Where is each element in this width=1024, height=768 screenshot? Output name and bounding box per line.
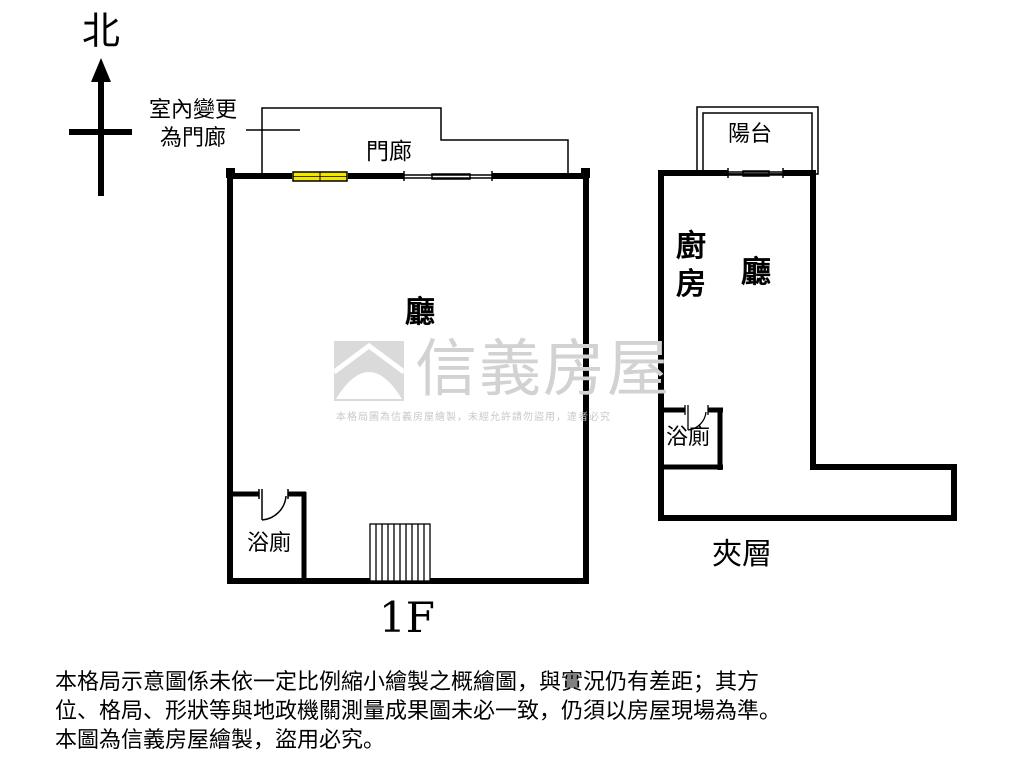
disclaimer-line-2: 位、格局、形狀等與地政機關測量成果圖未必一致，仍須以房屋現場為準。 [55,699,782,724]
mezzanine-bath-label: 浴廁 [666,425,711,450]
north-label: 北 [82,9,121,53]
kitchen-label: 廚房 [676,229,706,302]
mezzanine-walls [658,170,957,521]
porch-outline [261,107,569,176]
mezzanine-hall-label: 廳 [741,255,771,290]
mezzanine-bathroom-walls [661,407,723,470]
interior-change-annotation: 室內變更 為門廊 [138,97,248,153]
floor-1f-label: 1F [379,593,435,642]
sliding-door-icon [403,171,493,181]
balcony-door-icon [727,168,784,178]
floor1-bathroom-walls [230,491,307,584]
floor1-hall-label: 廳 [405,295,435,330]
mezzanine-label: 夾層 [712,537,772,572]
disclaimer-line-1: 本格局示意圖係未依一定比例縮小繪製之概繪圖，與實況仍有差距；其方 [55,670,760,695]
stairs-icon [369,523,431,582]
annotation-line-2: 為門廊 [159,126,226,151]
annotation-line-1: 室內變更 [148,98,237,123]
disclaimer-text: 本格局示意圖係未依一定比例縮小繪製之概繪圖，與實況仍有差距；其方 位、格局、形狀… [55,668,985,755]
window-icon [292,171,348,182]
bath-door-swing-icon [684,405,709,431]
porch-label: 門廊 [366,139,412,165]
watermark-title: 信義房屋 [415,332,672,405]
watermark-subtitle: 本格局圖為信義房屋繪製，未經允許請勿盜用，違者必究 [336,412,611,423]
balcony-outline [696,106,819,175]
watermark-logo-icon [332,341,406,401]
floor1-bath-label: 浴廁 [247,531,292,556]
disclaimer-line-3: 本圖為信義房屋繪製，盜用必究。 [55,728,386,753]
north-arrow-icon [69,58,132,196]
door-swing-icon [258,489,289,521]
balcony-label: 陽台 [728,122,773,147]
